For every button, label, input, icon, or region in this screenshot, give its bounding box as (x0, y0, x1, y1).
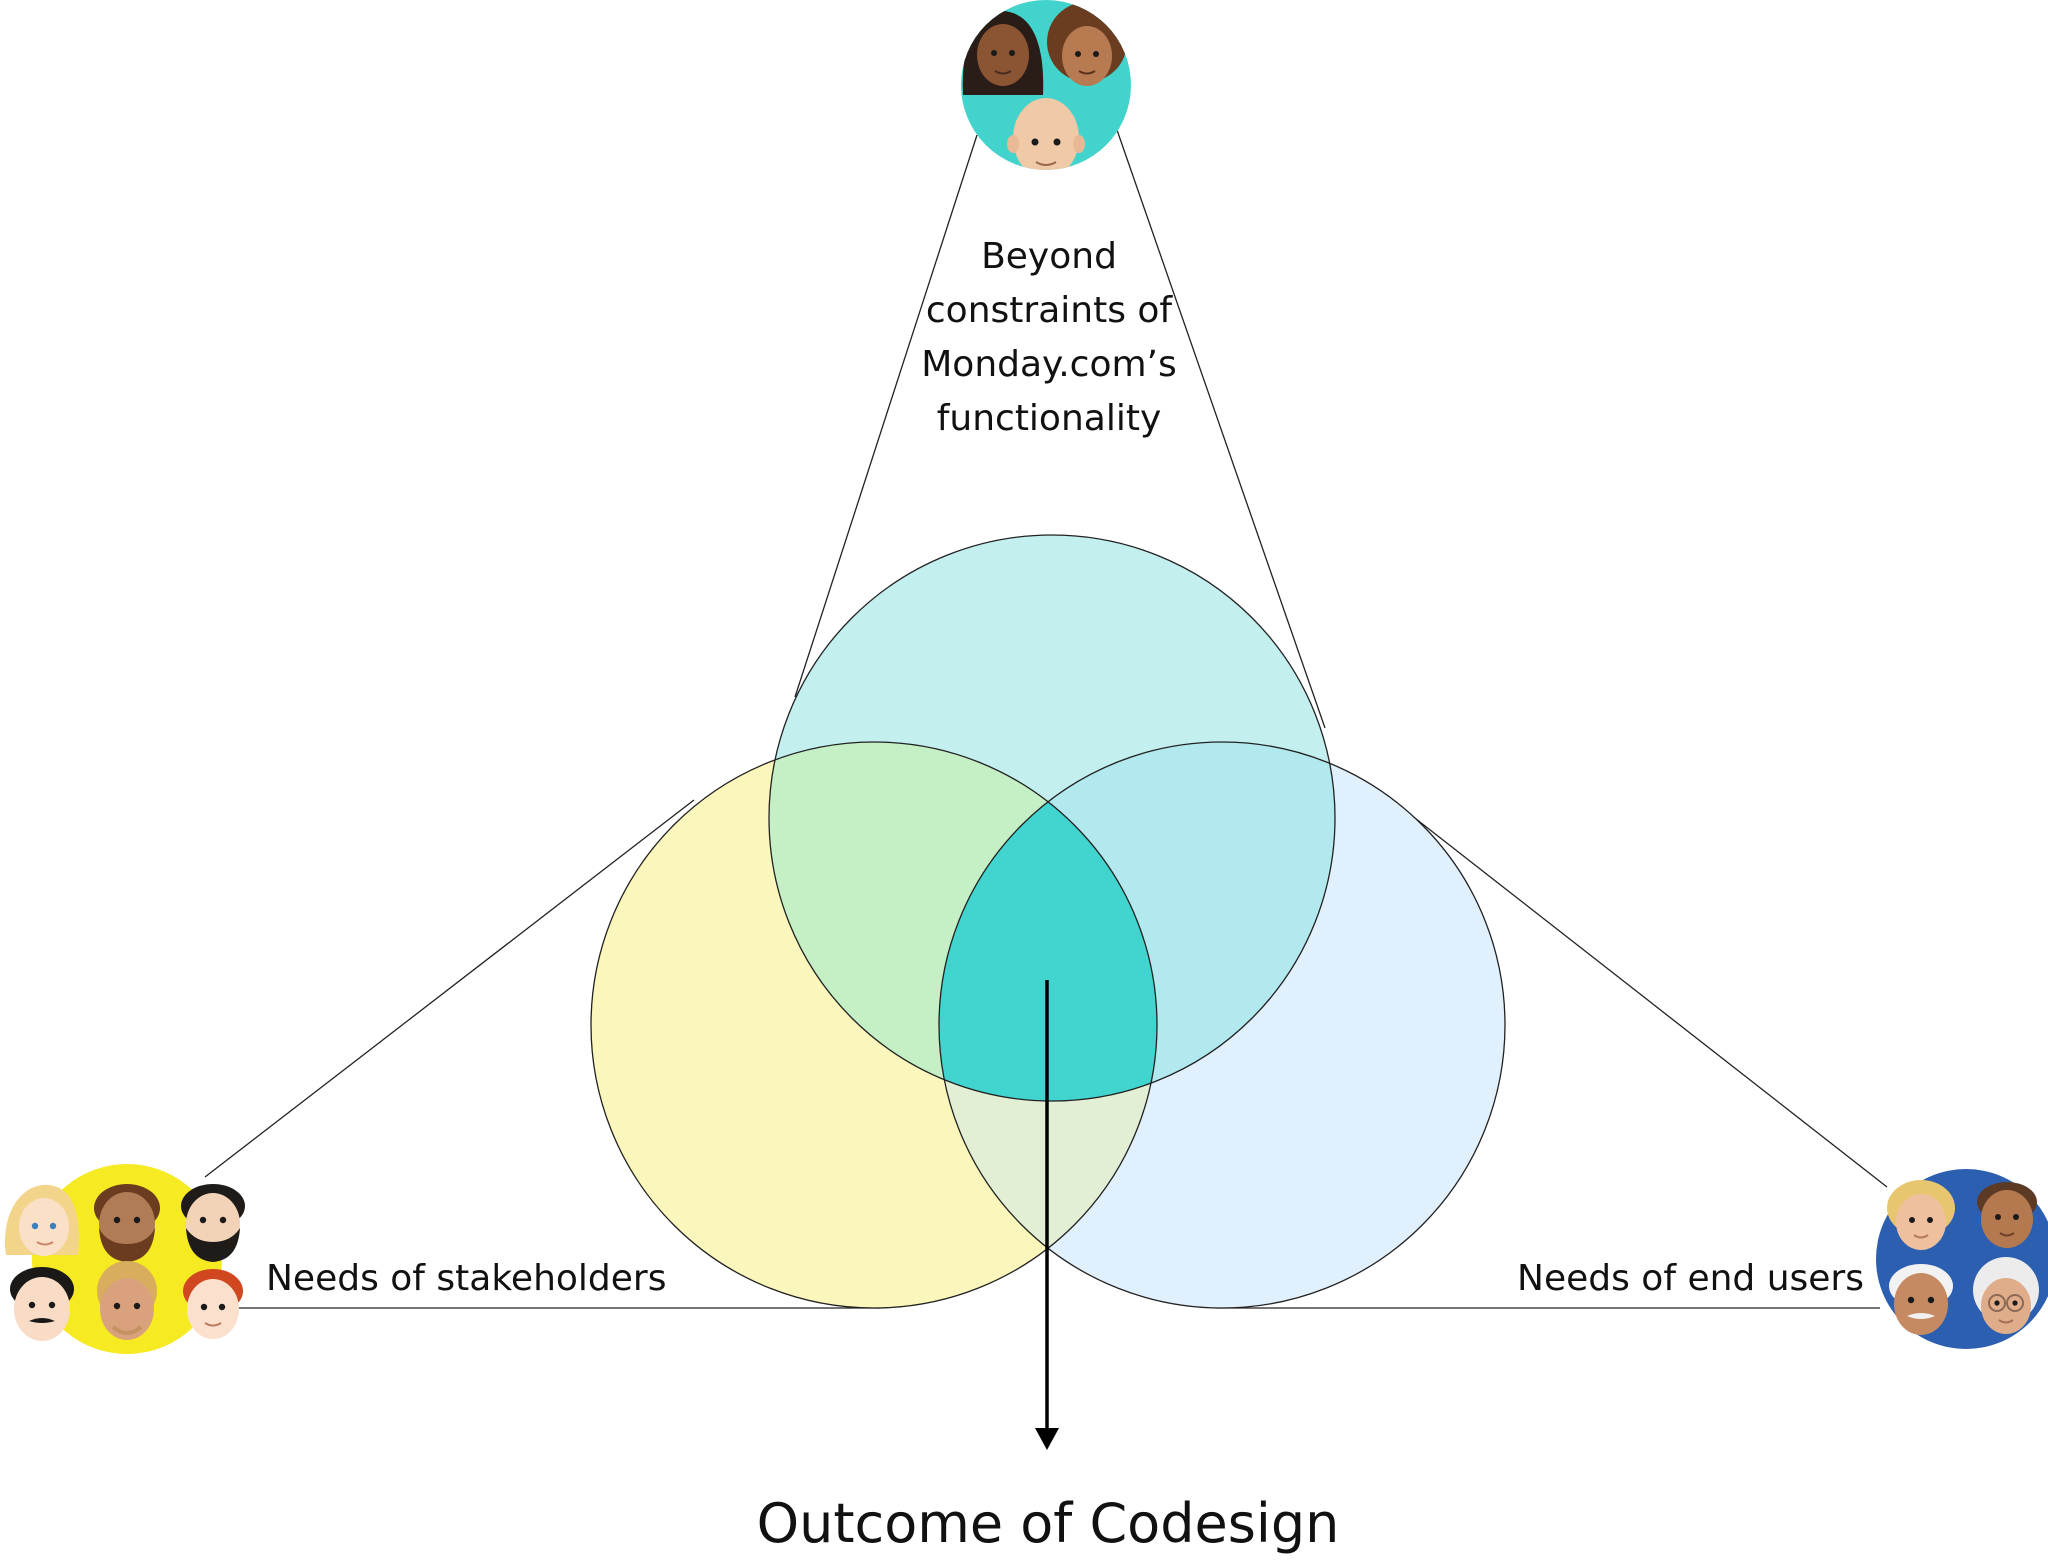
outcome-title: Outcome of Codesign (757, 1492, 1340, 1555)
man-curly-blond-icon (97, 1261, 157, 1340)
blonde-woman-icon (5, 1184, 79, 1256)
top-label-line-3: Monday.com’s (921, 344, 1177, 385)
redhead-man-icon (183, 1269, 243, 1339)
top-label-line-2: constraints of (926, 290, 1174, 331)
top-label-line-1: Beyond (981, 236, 1117, 277)
end-users-label: Needs of end users (1517, 1258, 1864, 1299)
arrow-head-icon (1035, 1428, 1059, 1450)
connector-right-up (1410, 814, 1888, 1188)
stakeholders-label: Needs of stakeholders (266, 1258, 666, 1299)
bearded-man-dark-hair-icon (181, 1184, 245, 1262)
right-group-avatar (1876, 1169, 2048, 1349)
bearded-man-icon (94, 1184, 160, 1262)
top-label-line-4: functionality (937, 398, 1162, 439)
blonde-child-icon (1887, 1180, 1955, 1250)
bald-man-icon (1007, 98, 1085, 170)
woman-dark-hair-icon (962, 11, 1044, 95)
left-group-avatar (5, 1164, 245, 1354)
venn-center-overlap (939, 742, 1157, 1101)
older-man-icon (1889, 1264, 1953, 1335)
connector-top-right (1116, 129, 1326, 729)
top-group-avatar (961, 0, 1131, 170)
man-mustache-icon (10, 1267, 74, 1341)
connector-top-left (794, 134, 978, 698)
connector-left-up (204, 799, 695, 1178)
child-icon (1977, 1182, 2037, 1248)
older-woman-icon (1973, 1257, 2039, 1334)
